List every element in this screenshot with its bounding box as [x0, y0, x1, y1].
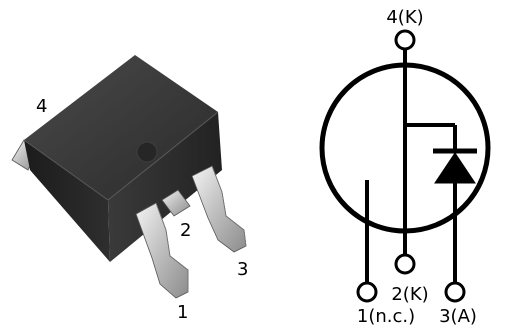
schematic-terminal-1 [356, 281, 378, 303]
package-front-face [24, 140, 110, 262]
schematic-terminal-4 [394, 29, 416, 51]
schematic-terminal-3 [444, 281, 466, 303]
package-right-face [108, 112, 222, 262]
package-label-pin-3: 3 [237, 259, 248, 280]
package-3d-view: 4 2 3 1 [11, 55, 248, 323]
package-pin-3 [191, 165, 247, 253]
package-pin-2 [161, 189, 191, 217]
package-top-face [24, 55, 218, 200]
schematic-label-top: 4(K) [386, 7, 423, 28]
diode-triangle [434, 152, 476, 184]
package-label-tab: 4 [36, 96, 47, 117]
schematic-symbol [319, 29, 491, 303]
package-dimple [136, 141, 158, 163]
schematic-label-pin-1: 1(n.c.) [357, 306, 415, 327]
schematic-terminal-2 [394, 253, 416, 275]
schematic-labels: 4(K) 2(K) 1(n.c.) 3(A) [357, 7, 477, 327]
package-label-pin-2: 2 [180, 220, 191, 241]
schematic-label-pin-3: 3(A) [439, 306, 477, 327]
package-label-pin-1: 1 [177, 302, 188, 323]
schematic-label-pin-2: 2(K) [391, 284, 428, 305]
